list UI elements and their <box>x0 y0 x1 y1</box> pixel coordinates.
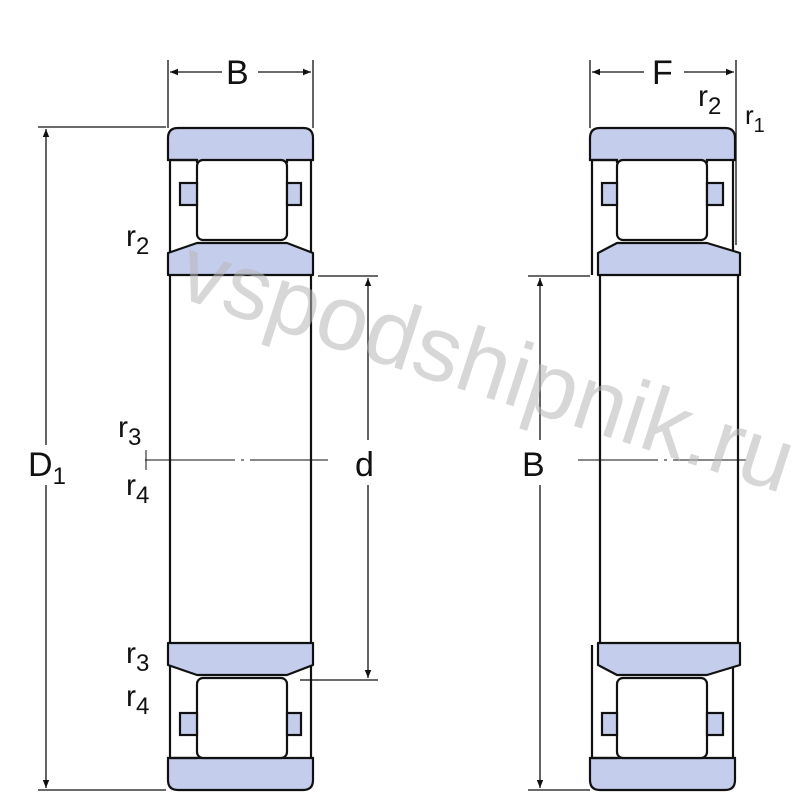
label-r2-right: r2 <box>698 80 721 120</box>
label-r3-mid: r3 <box>118 411 141 451</box>
label-r2-left: r2 <box>126 220 149 260</box>
inner-ring <box>596 241 742 277</box>
inner-ring <box>166 641 315 677</box>
right-section-view <box>588 126 742 792</box>
roller <box>615 158 709 242</box>
label-B-right: B <box>522 446 545 484</box>
outer-ring <box>166 126 315 164</box>
roller <box>195 676 289 760</box>
label-r4-bottom: r4 <box>126 680 149 720</box>
cage <box>178 711 199 737</box>
inner-ring <box>166 241 315 277</box>
roller <box>615 676 709 760</box>
label-r3-bottom: r3 <box>126 637 149 677</box>
left-section-view <box>166 126 315 792</box>
label-r1-right: r1 <box>745 100 765 137</box>
outer-ring <box>588 756 737 792</box>
label-d: d <box>355 446 374 484</box>
outer-ring <box>166 756 315 792</box>
cage <box>705 711 725 737</box>
cage <box>285 711 303 737</box>
cage <box>285 181 303 207</box>
label-F: F <box>652 54 673 92</box>
inner-ring <box>596 641 742 677</box>
label-r4-mid: r4 <box>126 469 149 509</box>
label-B-left: B <box>226 54 249 92</box>
labels: B D1 d r2 r3 r4 r3 r4 F B r2 r1 <box>28 54 765 720</box>
cage <box>600 181 619 207</box>
label-D1: D1 <box>28 446 66 490</box>
dimension-lines <box>38 60 746 791</box>
cage <box>600 711 619 737</box>
cage <box>178 181 199 207</box>
cage <box>705 181 725 207</box>
outer-ring <box>588 126 737 164</box>
